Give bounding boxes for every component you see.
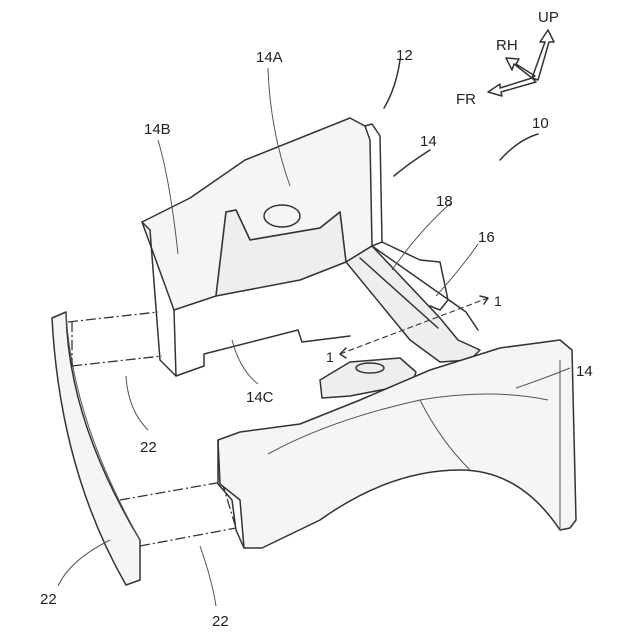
label-12: 12 [396,47,413,64]
label-14-upper: 14 [420,133,437,150]
label-section-top: 1 [494,293,502,309]
up-arrow [532,30,554,80]
label-22-lower-right: 22 [212,613,229,630]
label-22-lower-left: 22 [40,591,57,608]
label-18: 18 [436,193,453,210]
label-16: 16 [478,229,495,246]
label-section-bottom: 1 [326,349,334,365]
label-10: 10 [532,115,549,132]
label-14b: 14B [144,121,171,138]
up-label: UP [538,9,559,26]
label-22-left: 22 [140,439,157,456]
label-14c: 14C [246,389,274,406]
label-14-lower: 14 [576,363,593,380]
rh-label: RH [496,37,518,54]
direction-indicator: UP RH FR [456,9,559,108]
upper-extension [68,312,162,366]
label-14a: 14A [256,49,283,66]
fr-arrow [488,78,536,96]
rear-member-upper [142,118,448,376]
rh-arrow [506,58,535,78]
bumper-beam [52,312,140,585]
fr-label: FR [456,91,476,108]
